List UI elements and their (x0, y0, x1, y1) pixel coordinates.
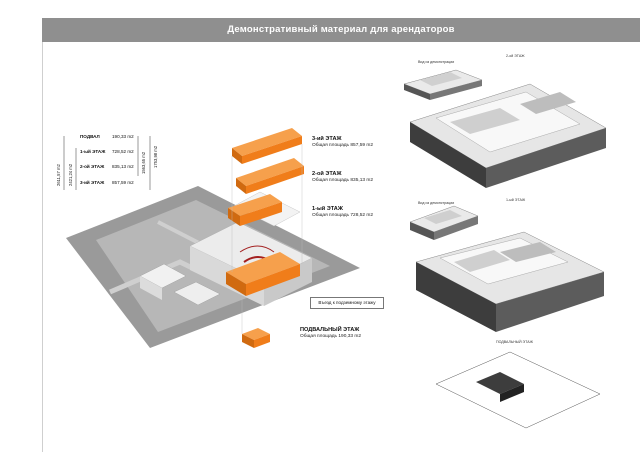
table-value-third: 857,59 m2 (112, 180, 134, 185)
table-label-first: 1-ый ЭТАЖ (80, 149, 106, 154)
entrance-callout: Въезд к подземному этажу (310, 297, 384, 309)
table-total-top: 1753,98 m2 (153, 145, 158, 168)
label-second-floor-name: 2-ой ЭТАЖ (312, 171, 342, 177)
caption-top-small: Вид из демонстрации (418, 60, 455, 64)
table-label-basement: ПОДВАЛ (80, 134, 100, 139)
table-total-upper: 2421,24 m2 (68, 163, 73, 186)
table-value-basement: 190,33 m2 (112, 134, 134, 139)
label-basement-area: Общая площадь 190,33 m2 (300, 334, 362, 339)
table-total-mid: 1563,65 m2 (141, 151, 146, 174)
caption-mid-right: 1-ый ЭТАЖ (506, 198, 526, 202)
ramp-marking-2 (239, 245, 275, 253)
neighbour-building-side (140, 276, 162, 300)
label-second-floor-area: Общая площадь 835,13 m2 (312, 178, 374, 183)
label-third-floor-name: 3-ий ЭТАЖ (312, 136, 342, 142)
label-first-floor-name: 1-ый ЭТАЖ (312, 206, 343, 212)
table-label-second: 2-ой ЭТАЖ (80, 164, 105, 169)
label-third-floor-area: Общая площадь 857,59 m2 (312, 143, 374, 148)
view-first-floor-large (415, 231, 605, 332)
caption-top-right: 2-ой ЭТАЖ (506, 54, 525, 58)
neighbour-building-2 (173, 281, 221, 306)
view-first-floor-small (409, 205, 479, 240)
slab-first-floor (228, 194, 282, 226)
caption-mid-small: Вид из демонстрации (418, 201, 455, 205)
sheet-title: Демонстративный материал для арендаторов (42, 18, 640, 42)
table-value-second: 835,13 m2 (112, 164, 134, 169)
slab-second-floor (236, 158, 304, 194)
view-basement-plan (435, 351, 601, 429)
view-second-floor-large (409, 83, 607, 188)
table-value-first: 728,52 m2 (112, 149, 134, 154)
slab-ground-floor (226, 252, 300, 296)
slab-basement (242, 328, 270, 348)
view-second-floor-small (403, 69, 483, 100)
label-basement-name: ПОДВАЛЬНЫЙ ЭТАЖ (300, 327, 360, 333)
left-divider (42, 42, 43, 452)
slab-third-floor (232, 128, 302, 164)
caption-bottom: ПОДВАЛЬНЫЙ ЭТАЖ (496, 340, 533, 344)
neighbour-building (139, 263, 187, 289)
table-total-all: 2611,57 m2 (56, 164, 61, 186)
label-first-floor-area: Общая площадь 728,52 m2 (312, 213, 374, 218)
table-label-third: 3-ий ЭТАЖ (80, 180, 105, 185)
